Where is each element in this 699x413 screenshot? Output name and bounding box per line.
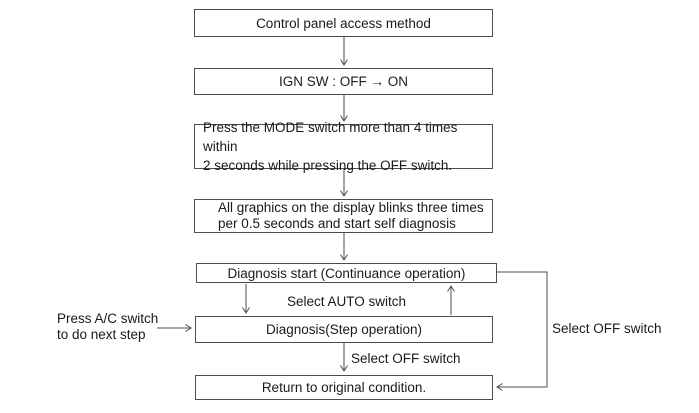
edge-label-press-ac-line: Press A/C switch xyxy=(57,311,159,326)
edge-label-select-auto: Select AUTO switch xyxy=(287,294,407,309)
flow-box-diagnosis-step: Diagnosis(Step operation) xyxy=(195,316,493,343)
flow-box-label: Diagnosis(Step operation) xyxy=(265,322,423,337)
flow-box-mode-switch: Press the MODE switch more than 4 times … xyxy=(194,120,493,173)
flow-box-label-line: All graphics on the display blinks three… xyxy=(218,200,484,215)
flow-box-label: Control panel access method xyxy=(256,15,431,31)
connector-diagnosis-start-to-return xyxy=(496,271,548,391)
flow-box-control-panel-access: Control panel access method xyxy=(194,9,493,37)
edge-label-press-ac-line: to do next step xyxy=(57,327,146,342)
edge-label-select-off-right: Select OFF switch xyxy=(552,321,662,336)
flow-box-graphics-blink: All graphics on the display blinks three… xyxy=(194,199,493,233)
edge-label-press-ac: Press A/C switch to do next step xyxy=(57,311,158,343)
flow-box-label: Return to original condition. xyxy=(261,380,427,395)
flow-box-label: IGN SW : OFF → ON xyxy=(279,74,408,89)
flow-box-diagnosis-start: Diagnosis start (Continuance operation) xyxy=(196,263,497,283)
flow-box-label-line: per 0.5 seconds and start self diagnosis xyxy=(218,216,456,231)
flow-box-label-line: 2 seconds while pressing the OFF switch. xyxy=(203,158,453,173)
flow-box-label: Diagnosis start (Continuance operation) xyxy=(227,265,466,281)
flow-box-return-original: Return to original condition. xyxy=(195,375,493,400)
edge-label-select-off-middle: Select OFF switch xyxy=(351,351,461,366)
flow-box-label-line: Press the MODE switch more than 4 times … xyxy=(203,120,458,154)
flow-box-ign-sw: IGN SW : OFF → ON xyxy=(194,68,493,95)
